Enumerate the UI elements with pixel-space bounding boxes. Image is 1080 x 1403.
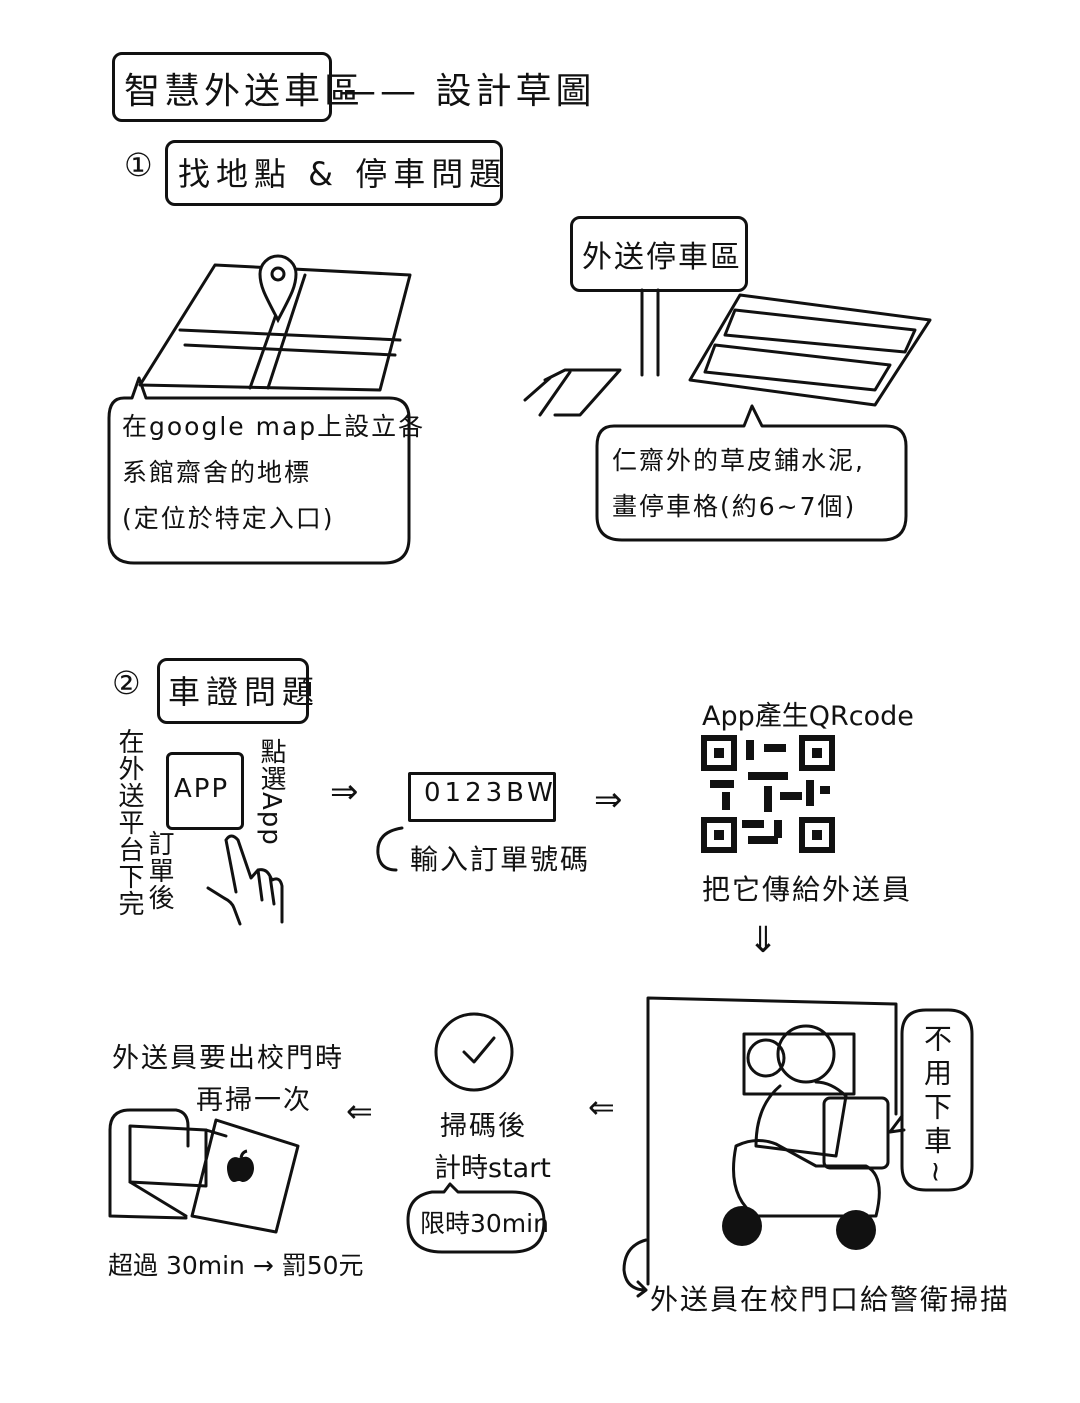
timer-line2: 計時start [434, 1153, 551, 1184]
clock-icon [434, 1012, 514, 1092]
tablet-device [190, 1118, 300, 1234]
exit-line2: 再掃一次 [196, 1085, 312, 1116]
order-caption: 輸入訂單號碼 [410, 843, 591, 876]
rider-caption-arrow [622, 1238, 648, 1298]
rider-speech-bubble [888, 1008, 974, 1192]
apple-logo-icon [227, 1149, 254, 1182]
parking-lot-sketch [523, 288, 932, 417]
tap-vertical: 點選App [256, 738, 286, 846]
note-right-line1: 仁齋外的草皮鋪水泥, [612, 446, 865, 475]
timer-limit: 限時30min [420, 1209, 549, 1238]
page-subtitle: —— 設計草圖 [340, 71, 596, 112]
section2-heading-box [157, 658, 309, 724]
section1-heading: 找地點 & 停車問題 [178, 155, 508, 193]
arrow-right-1: ⇒ [330, 772, 359, 812]
exit-line1: 外送員要出校門時 [112, 1043, 344, 1074]
section1-heading-box [165, 140, 503, 206]
rider-caption: 外送員在校門口給警衛掃描 [650, 1283, 1011, 1316]
note-right-line2: 畫停車格(約6~7個) [612, 492, 857, 521]
arrow-left-1: ⇐ [588, 1088, 615, 1126]
rider-speech: 不用下車~ [920, 1024, 953, 1190]
arrow-left-2: ⇐ [346, 1092, 373, 1130]
scanner-kiosk-sketch [108, 1108, 228, 1220]
section2-heading: 車證問題 [168, 673, 321, 711]
timer-line1: 掃碼後 [440, 1111, 527, 1142]
arrow-right-2: ⇒ [594, 780, 623, 820]
qr-caption-bottom: 把它傳給外送員 [702, 873, 913, 906]
qr-caption-top: App產生QRcode [702, 701, 914, 732]
gate-sketch [646, 996, 898, 1286]
app-box [166, 752, 244, 830]
order-code-box [408, 772, 556, 822]
section1-number: ① [124, 146, 159, 184]
penalty-text: 超過 30min → 罰50元 [108, 1251, 364, 1280]
section2-number: ② [112, 664, 147, 702]
qr-code-icon [701, 735, 835, 853]
note-bubble-right [595, 404, 908, 542]
step1-vertical-sub: 訂單後 [144, 830, 174, 911]
step1-vertical-main: 在外送平台下完 [114, 728, 144, 917]
app-label: APP [174, 774, 230, 804]
map-pin-icon [258, 254, 298, 324]
scooter-rider-icon [722, 1024, 890, 1250]
note-left-line1: 在google map上設立各 [122, 412, 426, 441]
note-bubble-left [107, 376, 411, 565]
timer-bubble [406, 1182, 546, 1254]
map-sketch [138, 263, 412, 392]
arrow-down: ⇓ [748, 920, 779, 961]
note-left-line2: 系館齋舍的地標 [122, 458, 312, 487]
hand-pointer-icon [206, 834, 284, 926]
order-code: 0123BW [424, 778, 557, 808]
parking-sign: 外送停車區 [582, 240, 742, 275]
title-box [112, 52, 332, 122]
note-left-line3: (定位於特定入口) [122, 504, 335, 533]
curved-arrow [376, 826, 404, 872]
page-title: 智慧外送車區 [124, 71, 365, 112]
